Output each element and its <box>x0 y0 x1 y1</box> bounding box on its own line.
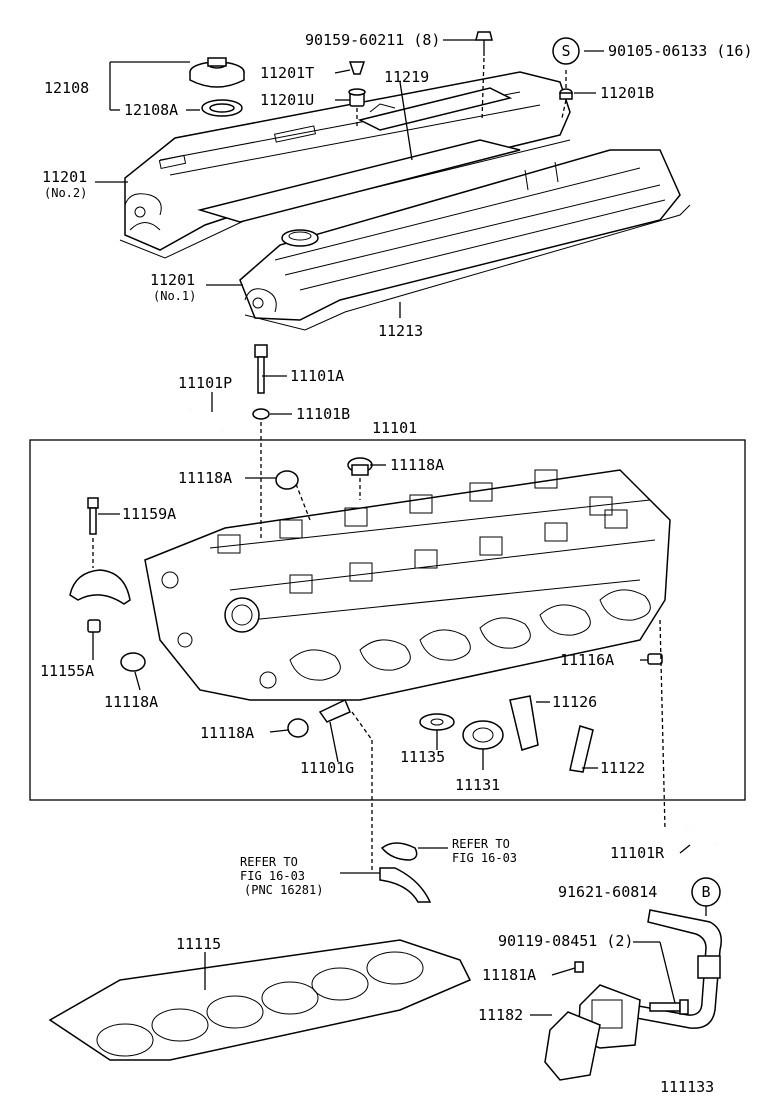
cylinder-head-group-frame <box>29 439 746 801</box>
head-bolt-11101A <box>254 344 268 394</box>
label-11201-no2: 11201 <box>42 168 87 186</box>
label-11118A-c: 11118A <box>104 693 158 711</box>
label-11101P: 11101P <box>178 374 232 392</box>
bolt-90119 <box>649 999 689 1015</box>
label-11116A: 11116A <box>560 651 614 669</box>
label-refer1-line2: FIG 16-03 <box>452 851 517 865</box>
label-11182: 11182 <box>478 1006 523 1024</box>
plug-11118A-d <box>287 718 309 738</box>
label-11201U: 11201U <box>260 91 314 109</box>
label-11213: 11213 <box>378 322 423 340</box>
b-mark-badge: B <box>691 877 721 907</box>
grommet-11201U <box>348 88 366 107</box>
hose-refer-2 <box>379 867 432 903</box>
seal-11131 <box>462 720 504 750</box>
plug-11118A-a <box>275 470 299 490</box>
label-11131: 11131 <box>455 776 500 794</box>
stud-bolt-11101P <box>189 409 223 431</box>
seal-washer-11201B <box>559 88 573 100</box>
filler-cap-gasket <box>201 99 243 117</box>
label-12108A: 12108A <box>124 101 178 119</box>
part-labels: 90159-60211 (8) 90105-06133 (16) 12108 1… <box>40 31 753 1096</box>
label-11101G: 11101G <box>300 759 354 777</box>
leader-lines <box>92 39 707 1016</box>
guide-11126 <box>509 695 539 751</box>
washer-11101B <box>252 408 270 420</box>
label-91621: 91621-60814 <box>558 883 657 901</box>
grommet-11201T <box>348 61 366 75</box>
label-11101B: 11101B <box>296 405 350 423</box>
label-11101: 11101 <box>372 419 417 437</box>
guide-11122 <box>569 725 594 773</box>
label-11201-no1-sub: (No.1) <box>153 289 196 303</box>
label-11219: 11219 <box>384 68 429 86</box>
label-11181A: 11181A <box>482 966 536 984</box>
s-mark-text: S <box>561 42 570 60</box>
label-11118A-b: 11118A <box>390 456 444 474</box>
label-11201-no1: 11201 <box>150 271 195 289</box>
center-cover <box>197 87 521 223</box>
stud-11101G <box>318 698 373 741</box>
label-11101A: 11101A <box>290 367 344 385</box>
label-90119: 90119-08451 (2) <box>498 932 633 950</box>
label-refer2-line2: FIG 16-03 <box>240 869 305 883</box>
oil-filler-cap <box>189 57 245 88</box>
label-11122: 11122 <box>600 759 645 777</box>
plug-11118A-b <box>347 457 373 476</box>
pin-11155A <box>87 619 101 633</box>
cover-bolt-90159 <box>475 31 493 56</box>
cylinder-head <box>144 469 671 701</box>
label-11115: 11115 <box>176 935 221 953</box>
stud-11101R <box>687 827 716 846</box>
s-mark-badge: S <box>552 37 580 65</box>
label-90159: 90159-60211 (8) <box>305 31 440 49</box>
head-cover-no1 <box>239 149 681 321</box>
label-refer1-line1: REFER TO <box>452 837 510 851</box>
pin-11116A <box>647 653 663 665</box>
label-refer2-line3: (PNC 16281) <box>244 883 323 897</box>
hose-refer-1 <box>380 842 418 861</box>
label-12108: 12108 <box>44 79 89 97</box>
label-11155A: 11155A <box>40 662 94 680</box>
label-11201-no2-sub: (No.2) <box>44 186 87 200</box>
label-11101R: 11101R <box>610 844 665 862</box>
figure-number: 111133 <box>660 1078 714 1096</box>
label-11118A-d: 11118A <box>200 724 254 742</box>
label-11126: 11126 <box>552 693 597 711</box>
gasket-11135 <box>419 713 455 731</box>
head-gasket <box>48 939 472 1061</box>
b-mark-text: B <box>701 883 710 901</box>
pin-11181A-top <box>574 961 584 973</box>
bracket <box>697 955 721 979</box>
label-11118A-a: 11118A <box>178 469 232 487</box>
label-refer2-line1: REFER TO <box>240 855 298 869</box>
label-11159A: 11159A <box>122 505 176 523</box>
label-90105: 90105-06133 (16) <box>608 42 753 60</box>
label-11201T: 11201T <box>260 64 314 82</box>
head-cover-gasket <box>244 204 691 331</box>
plug-11118A-c <box>120 652 146 672</box>
label-11201B: 11201B <box>600 84 654 102</box>
gasket-11182 <box>544 1011 601 1081</box>
bolt-11159A <box>87 497 99 535</box>
label-11135: 11135 <box>400 748 445 766</box>
camshaft-bearing-cap <box>69 569 131 605</box>
